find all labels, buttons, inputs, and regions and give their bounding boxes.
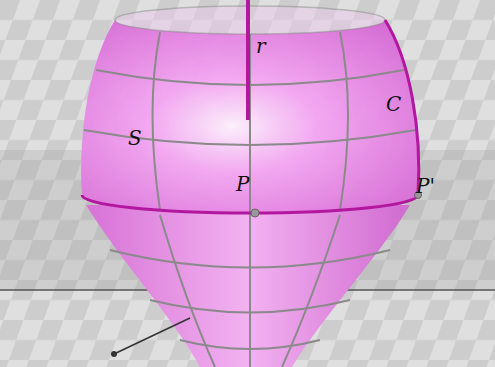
surface-label: S xyxy=(128,128,142,148)
axis-label: r xyxy=(256,36,266,56)
point-label: P' xyxy=(416,176,435,196)
point-label: P xyxy=(236,174,249,194)
curve-label: C xyxy=(386,94,401,114)
